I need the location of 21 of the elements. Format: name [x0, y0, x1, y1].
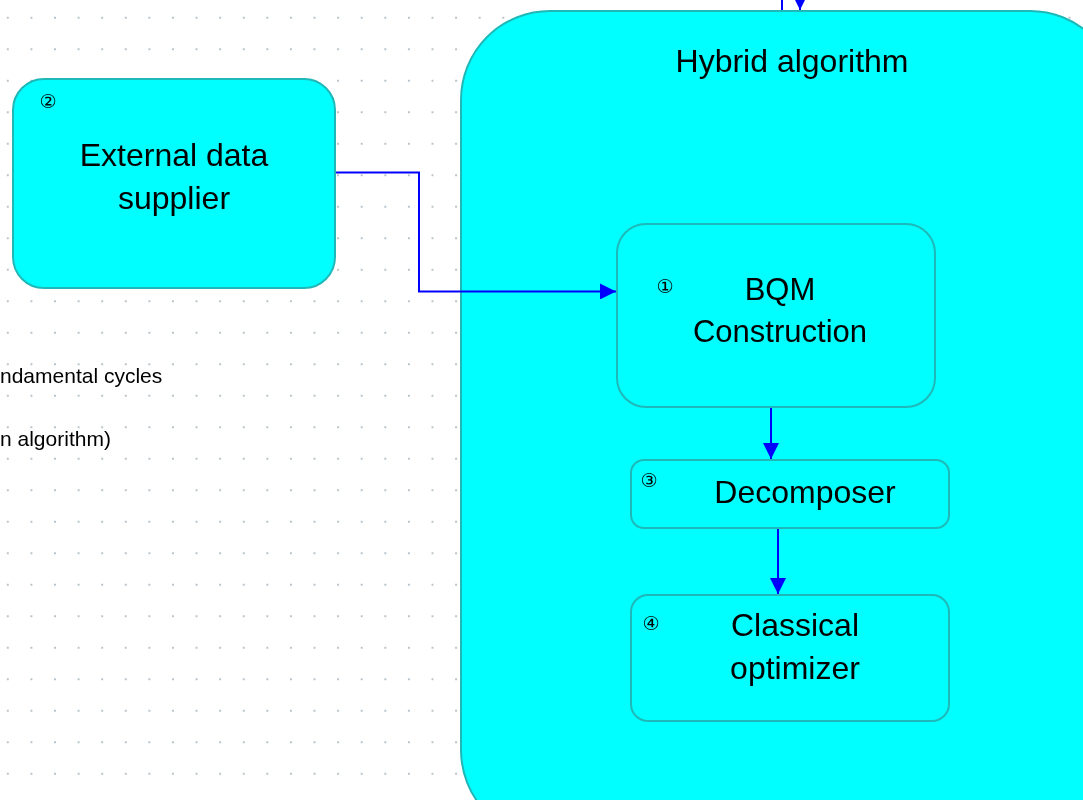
box-label: Decomposer [713, 473, 897, 512]
arrow [335, 171, 617, 300]
arrow [763, 407, 779, 460]
process-box [630, 459, 950, 529]
arrow [770, 528, 786, 595]
step-number: ④ [641, 614, 661, 633]
note-text: n algorithm) [0, 427, 111, 451]
process-box [12, 78, 336, 289]
group-title: Hybrid algorithm [674, 42, 910, 81]
process-box [630, 594, 950, 722]
process-box [616, 223, 936, 408]
box-label: BQM Construction [692, 271, 868, 351]
step-number: ② [38, 92, 58, 111]
step-number: ③ [639, 471, 659, 490]
step-number: ① [655, 277, 675, 296]
arrow [792, 0, 808, 11]
box-label: External data supplier [78, 136, 270, 219]
connector-line [781, 0, 783, 11]
box-label: Classical optimizer [729, 606, 861, 689]
container-box [460, 10, 1083, 800]
note-text: ndamental cycles [0, 364, 163, 388]
